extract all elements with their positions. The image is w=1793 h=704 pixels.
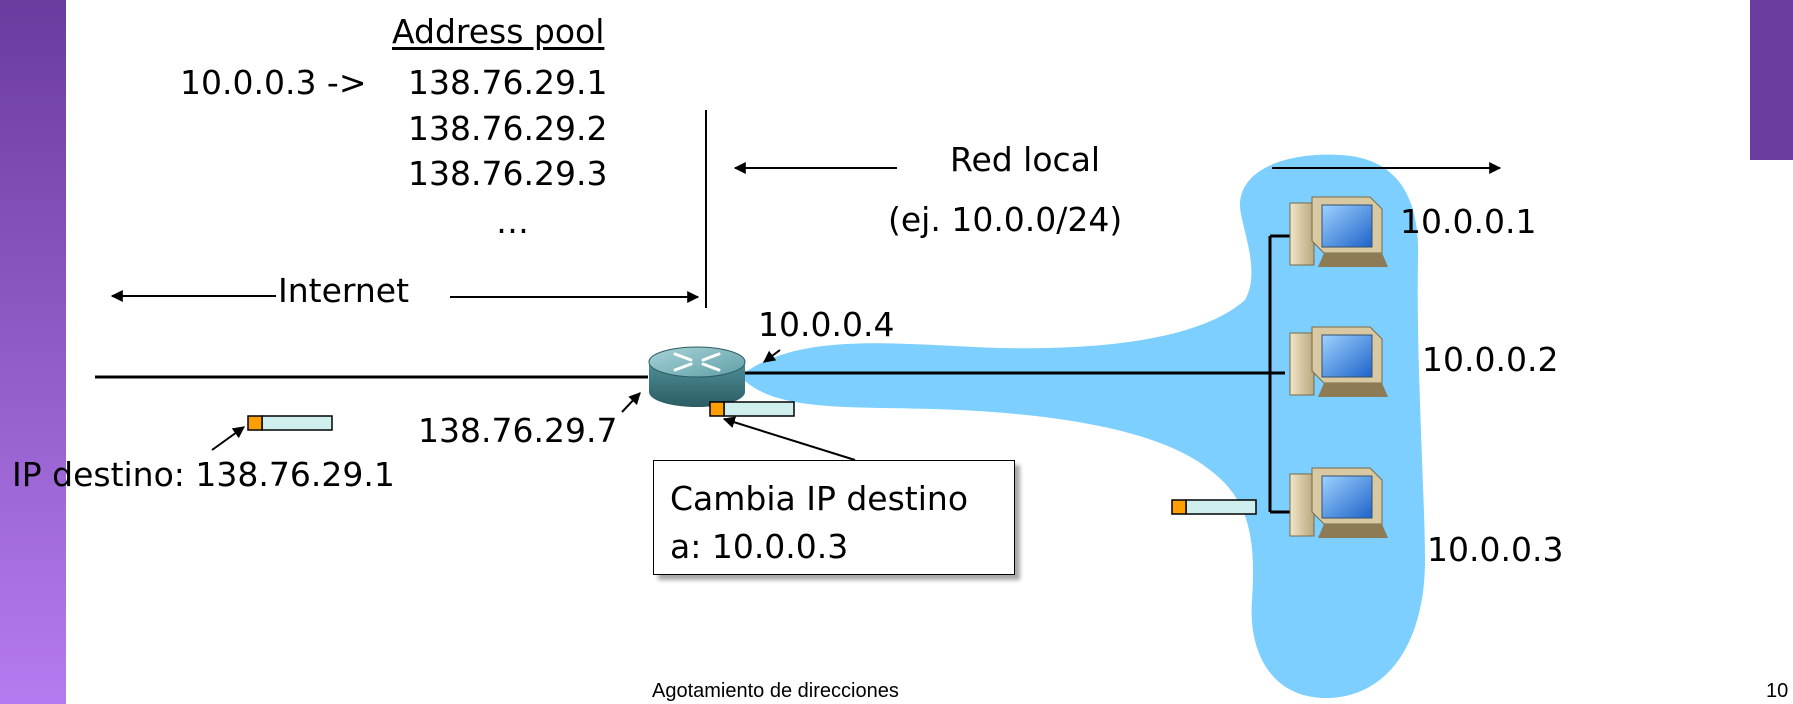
packet-lan <box>1171 499 1257 515</box>
inside-ip-pointer <box>763 349 781 363</box>
callout-line1: Cambia IP destino <box>670 479 969 518</box>
dest-ip-pointer <box>211 426 245 451</box>
pc-icon <box>1289 326 1388 397</box>
host-ip: 10.0.0.1 <box>1400 202 1537 241</box>
nat-callout: Cambia IP destino a: 10.0.0.3 <box>653 460 1015 575</box>
packet-internet <box>247 415 333 431</box>
host-ip: 10.0.0.2 <box>1422 340 1559 379</box>
footer-title: Agotamiento de direcciones <box>652 680 899 702</box>
internet-label: Internet <box>278 271 410 310</box>
mapping-source: 10.0.0.3 -> <box>180 63 367 102</box>
router-icon <box>648 346 746 407</box>
pool-address: 138.76.29.2 <box>408 109 608 148</box>
lan-subnet-label: (ej. 10.0.0/24) <box>888 200 1123 239</box>
slide-sidebar <box>0 0 66 704</box>
host-ip: 10.0.0.3 <box>1427 530 1564 569</box>
callout-pointer <box>722 416 856 461</box>
lan-label: Red local <box>950 140 1101 179</box>
router-inside-ip: 10.0.0.4 <box>758 305 895 344</box>
page-number: 10 <box>1766 680 1789 702</box>
pc-icon <box>1289 196 1388 267</box>
pool-address: 138.76.29.1 <box>408 63 608 102</box>
outside-ip-pointer <box>621 392 641 413</box>
slide-corner-tab <box>1750 0 1793 160</box>
callout-line2: a: 10.0.0.3 <box>670 527 849 566</box>
packet-router <box>709 401 795 417</box>
pool-address: 138.76.29.3 <box>408 154 608 193</box>
lan-cloud <box>740 154 1425 699</box>
dest-ip-label: IP destino: 138.76.29.1 <box>12 455 395 494</box>
pc-icon <box>1289 467 1388 538</box>
pool-ellipsis: … <box>496 202 529 241</box>
pool-title: Address pool <box>392 12 605 51</box>
router-outside-ip: 138.76.29.7 <box>418 411 618 450</box>
